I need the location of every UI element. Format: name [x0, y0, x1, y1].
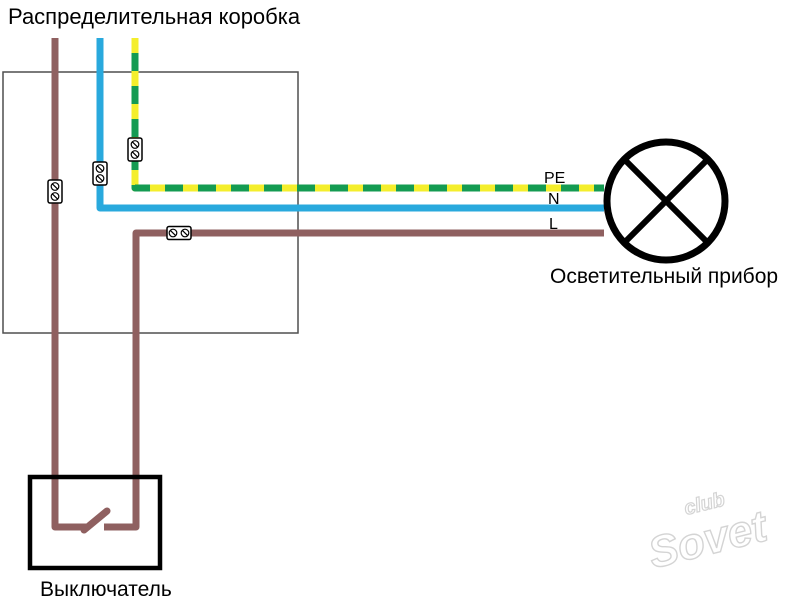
l-terminal-label: L: [549, 216, 558, 233]
lamp-label: Осветительный прибор: [550, 265, 778, 288]
screw-slash-icon: [51, 183, 59, 190]
pe-wire-yellow: [131, 38, 604, 192]
phase-supply-wire: [51, 38, 86, 531]
switch-blade: [80, 507, 111, 534]
phase-return-wire: [104, 229, 604, 531]
terminal-connector-phase-return: [166, 225, 192, 241]
distribution-box-outline: [2, 71, 299, 334]
distribution-box-label: Распределительная коробка: [8, 4, 301, 29]
screw-slash-icon: [131, 141, 139, 148]
screw-slash-icon: [181, 229, 189, 237]
switch-label: Выключатель: [40, 578, 172, 600]
screw-slash-icon: [169, 229, 177, 237]
screw-slash-icon: [96, 175, 104, 182]
screw-slash-icon: [131, 151, 139, 158]
lamp-cross-line-2: [619, 154, 713, 248]
lamp-symbol-icon: [603, 138, 729, 264]
neutral-wire: [96, 38, 604, 212]
screw-slash-icon: [96, 165, 104, 172]
terminal-connector-neutral: [92, 161, 108, 186]
terminal-connector-pe: [127, 137, 143, 162]
n-terminal-label: N: [548, 191, 560, 208]
terminal-connector-phase-supply: [47, 179, 63, 204]
watermark: club Sovet: [643, 488, 775, 579]
pe-wire-green-dashes: [131, 38, 604, 192]
pe-terminal-label: PE: [544, 170, 565, 187]
switch-box-outline: [27, 474, 163, 571]
screw-slash-icon: [51, 193, 59, 200]
